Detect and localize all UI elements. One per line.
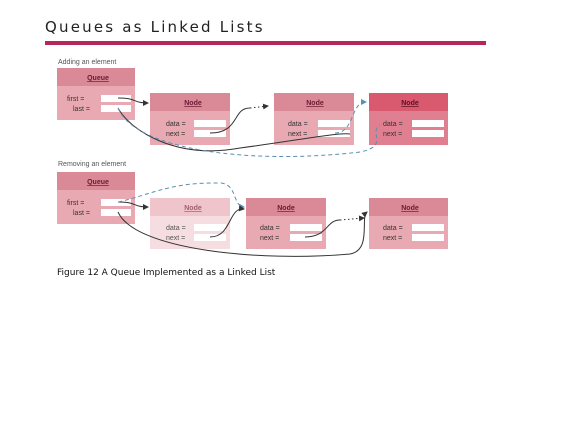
adding-queue-first-field — [101, 95, 131, 102]
removing-node-2-title: Node — [277, 205, 295, 212]
removing-node-3-data-label: data = — [383, 225, 403, 232]
removing-node-1: Node data = next = — [150, 198, 230, 249]
adding-node-1-next-label: next = — [166, 131, 185, 138]
adding-old-last-arrow — [117, 107, 351, 152]
removing-node-2-next-field — [290, 234, 322, 241]
adding-node-2: Node data = next = — [274, 93, 354, 145]
adding-queue-last-label: last = — [73, 106, 90, 113]
removing-queue-last-field — [101, 209, 131, 216]
adding-queue-box: Queue first = last = — [57, 68, 135, 120]
removing-last-arrow — [117, 211, 368, 257]
adding-node-2-data-label: data = — [288, 121, 308, 128]
removing-queue-first-field — [101, 199, 131, 206]
removing-node-1-data-label: data = — [166, 225, 186, 232]
removing-node-2-data-field — [290, 224, 322, 231]
removing-node-2: Node data = next = — [246, 198, 326, 249]
removing-new-first-arrow — [117, 182, 245, 210]
adding-node-3-title: Node — [401, 100, 419, 107]
removing-node-3-data-field — [412, 224, 444, 231]
adding-node-2-title: Node — [306, 100, 324, 107]
removing-old-first-arrow — [117, 201, 149, 210]
adding-queue-first-label: first = — [67, 96, 84, 103]
removing-queue-title: Queue — [87, 179, 109, 186]
adding-new-last-arrow — [117, 107, 381, 158]
title-rule — [45, 41, 486, 45]
removing-node2-next-arrow — [304, 219, 341, 238]
removing-node1-next-arrow — [209, 205, 245, 238]
removing-node-2-next-label: next = — [260, 235, 279, 242]
removing-queue-last-label: last = — [73, 210, 90, 217]
adding-node-1: Node data = next = — [150, 93, 230, 145]
adding-node-3: Node data = next = — [369, 93, 448, 145]
adding-node-3-data-label: data = — [383, 121, 403, 128]
adding-node-2-next-field — [318, 130, 350, 137]
adding-queue-last-field — [101, 105, 131, 112]
adding-node-1-data-label: data = — [166, 121, 186, 128]
removing-node-3-next-field — [412, 234, 444, 241]
adding-ellipsis-link — [249, 103, 269, 110]
adding-queue-title: Queue — [87, 75, 109, 82]
removing-node-1-title: Node — [184, 205, 202, 212]
adding-node-2-next-label: next = — [288, 131, 307, 138]
removing-node-1-data-field — [194, 224, 226, 231]
removing-node-1-next-label: next = — [166, 235, 185, 242]
slide-title: Queues as Linked Lists — [45, 18, 265, 36]
removing-queue-first-label: first = — [67, 200, 84, 207]
adding-section-label: Adding an element — [58, 59, 116, 66]
removing-section-label: Removing an element — [58, 161, 126, 168]
adding-node-2-data-field — [318, 120, 350, 127]
figure-caption: Figure 12 A Queue Implemented as a Linke… — [57, 268, 276, 278]
removing-node-3-next-label: next = — [383, 235, 402, 242]
adding-node-1-data-field — [194, 120, 226, 127]
removing-queue-box: Queue first = last = — [57, 172, 135, 224]
adding-node-1-title: Node — [184, 100, 202, 107]
removing-node-3-title: Node — [401, 205, 419, 212]
removing-node-2-data-label: data = — [260, 225, 280, 232]
adding-node1-next-arrow — [209, 107, 251, 134]
adding-node-3-data-field — [412, 120, 444, 127]
removing-ellipsis-link — [339, 215, 365, 222]
adding-first-pointer-arrow — [117, 97, 149, 106]
adding-node-3-next-label: next = — [383, 131, 402, 138]
removing-node-3: Node data = next = — [369, 198, 448, 249]
adding-node-3-next-field — [412, 130, 444, 137]
adding-node2-next-arrow — [334, 99, 367, 134]
